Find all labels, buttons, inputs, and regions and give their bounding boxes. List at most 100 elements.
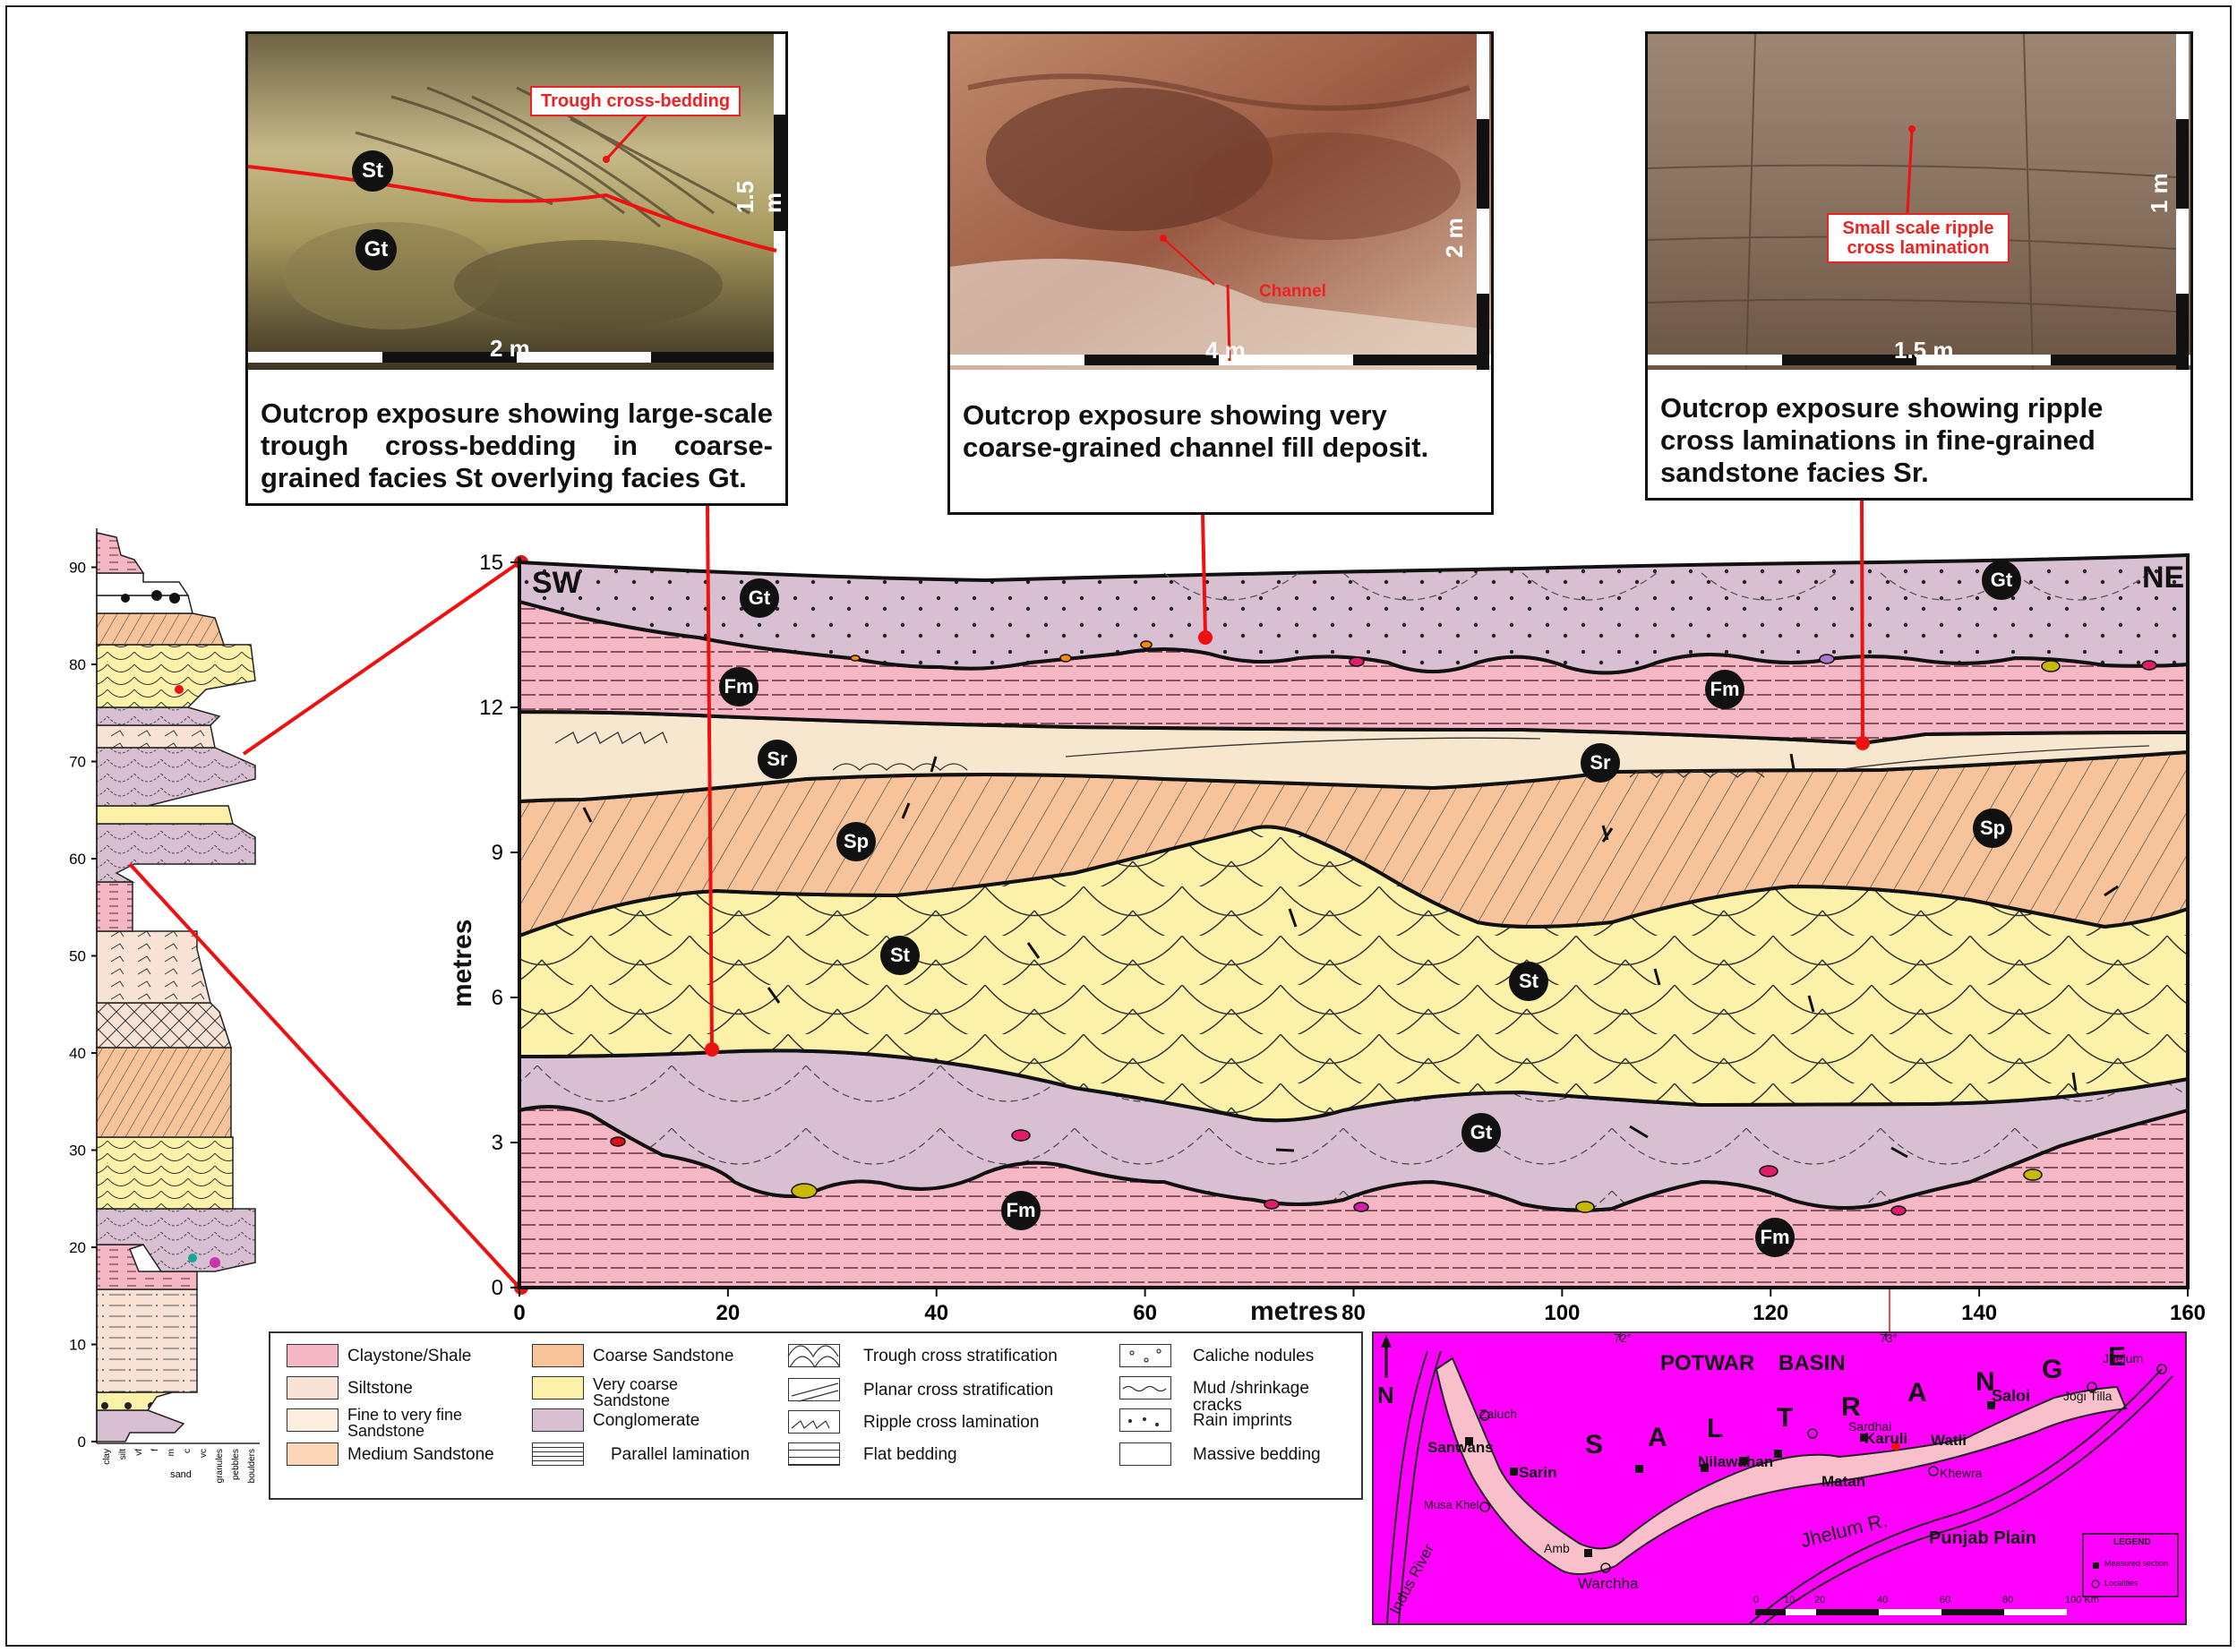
legend-label: Very coarse Sandstone — [593, 1376, 718, 1408]
photo-facies-st: St — [352, 150, 393, 192]
legend-swatch-rain-imprints — [1119, 1408, 1171, 1432]
locality-label: Jogi Tilla — [2063, 1389, 2112, 1403]
facies-label-fm: Fm — [1755, 1218, 1795, 1257]
legend-swatch-medium-sandstone — [287, 1442, 339, 1466]
photo-panel-trough: Trough cross-bedding St Gt 2 m 1.5 m Out… — [245, 31, 788, 506]
legend-label: Planar cross stratification — [863, 1382, 1053, 1399]
longitude-label: 72° — [1614, 1331, 1632, 1345]
legend-label: Trough cross stratification — [863, 1348, 1058, 1365]
locality-label: Amb — [1544, 1541, 1570, 1555]
photo-caption: Outcrop exposure showing large-scale tro… — [261, 398, 773, 494]
locality-label: Jhelum — [2103, 1351, 2143, 1365]
locality-label: Sanwans — [1427, 1439, 1494, 1457]
facies-label-gt: Gt — [1982, 561, 2021, 600]
facies-label-sp: Sp — [836, 822, 876, 861]
photo-scale-vertical: 2 m — [1441, 218, 1469, 258]
scale-label: 20 — [1814, 1595, 1825, 1605]
range-letter: S — [1585, 1430, 1603, 1460]
locality-label: Watli — [1931, 1432, 1967, 1450]
facies-label-fm: Fm — [719, 667, 759, 706]
facies-label-sr: Sr — [758, 740, 797, 779]
outcrop-photo-ripple: Small scale ripple cross lamination 1.5 … — [1648, 34, 2190, 370]
legend-swatch-conglomerate — [532, 1408, 584, 1432]
map-title: BASIN — [1778, 1351, 1846, 1376]
facies-label-st: St — [1509, 962, 1548, 1001]
section-y-label: metres — [448, 920, 478, 1007]
legend-swatch-vcoarse-sandstone — [532, 1376, 584, 1399]
legend-label: Fine to very fine Sandstone — [347, 1407, 491, 1439]
scale-label: 100 Km — [2065, 1595, 2099, 1605]
legend-label: Conglomerate — [593, 1412, 699, 1429]
facies-label-st: St — [880, 936, 920, 975]
legend-label: Coarse Sandstone — [593, 1348, 733, 1365]
legend-label: Rain imprints — [1193, 1412, 1292, 1429]
locality-label: Matan — [1821, 1473, 1865, 1491]
sw-label: SW — [532, 566, 581, 601]
scale-label: 60 — [1940, 1595, 1950, 1605]
legend-swatch-ripple — [788, 1410, 840, 1434]
range-letter: L — [1707, 1414, 1723, 1444]
photo-caption: Outcrop exposure showing very coarse-gra… — [963, 399, 1478, 464]
longitude-label: 73° — [1880, 1331, 1898, 1345]
range-letter: R — [1841, 1392, 1861, 1423]
section-x-label: metres — [1250, 1297, 1338, 1327]
scale-label: 40 — [1877, 1595, 1888, 1605]
locality-label: Nilawahan — [1698, 1453, 1773, 1471]
scale-label: 10 — [1784, 1595, 1795, 1605]
legend-swatch-siltstone — [287, 1376, 339, 1399]
range-letter: A — [1648, 1423, 1667, 1453]
legend-swatch-parallel-lamination — [532, 1442, 584, 1466]
photo-scale-vertical: 1 m — [2146, 173, 2173, 213]
photo-facies-gt: Gt — [356, 229, 397, 270]
photo-panel-channel: Channel 4 m 2 m Outcrop exposure showing… — [947, 31, 1494, 515]
photo-caption: Outcrop exposure showing ripple cross la… — [1660, 392, 2178, 489]
range-letter: A — [1907, 1378, 1927, 1408]
legend-swatch-coarse-sandstone — [532, 1344, 584, 1367]
scale-label: 0 — [1753, 1595, 1759, 1605]
legend-swatch-fine-sandstone — [287, 1408, 339, 1432]
locality-label: Saloi — [1992, 1387, 2030, 1406]
legend-label: Siltstone — [347, 1380, 413, 1397]
outcrop-photo-channel: Channel 4 m 2 m — [950, 34, 1491, 370]
range-letter: G — [2042, 1355, 2062, 1385]
map-legend-item: Localities — [2104, 1579, 2138, 1588]
legend-swatch-caliche — [1119, 1344, 1171, 1367]
legend-label: Massive bedding — [1193, 1446, 1321, 1463]
trough-cross-bedding-label: Trough cross-bedding — [530, 86, 741, 116]
range-letter: T — [1777, 1403, 1793, 1434]
locality-label: Zaluch — [1479, 1407, 1517, 1421]
photo-panel-ripple: Small scale ripple cross lamination 1.5 … — [1645, 31, 2193, 501]
locality-label: Sarin — [1519, 1464, 1557, 1482]
locality-label: Karuli — [1864, 1430, 1907, 1448]
legend-label: Ripple cross lamination — [863, 1414, 1039, 1431]
north-arrow-label: N — [1377, 1382, 1394, 1409]
facies-label-sr: Sr — [1581, 743, 1620, 783]
legend-swatch-mudcracks — [1119, 1376, 1171, 1399]
legend-swatch-flat-bedding — [788, 1442, 840, 1466]
photo-scale-vertical: 1.5 m — [732, 159, 785, 213]
locality-label: Khewra — [1940, 1466, 1982, 1480]
locality-label: Warchha — [1578, 1575, 1638, 1593]
map-title: POTWAR — [1660, 1351, 1754, 1376]
ripple-lamination-label: Small scale ripple cross lamination — [1827, 213, 2010, 263]
channel-label: Channel — [1259, 282, 1326, 302]
photo-scale-horizontal: 1.5 m — [1894, 337, 1954, 364]
facies-label-fm: Fm — [1705, 670, 1744, 709]
legend-label: Caliche nodules — [1193, 1348, 1314, 1365]
ne-label: NE — [2142, 561, 2184, 595]
legend-label: Medium Sandstone — [347, 1446, 494, 1463]
outcrop-photo-trough: Trough cross-bedding St Gt 2 m 1.5 m — [248, 34, 785, 370]
facies-label-sp: Sp — [1973, 809, 2012, 848]
legend-label: Mud /shrinkage cracks — [1193, 1380, 1361, 1414]
facies-label-gt: Gt — [740, 578, 779, 618]
legend: Claystone/Shale Siltstone Fine to very f… — [269, 1331, 1363, 1500]
legend-swatch-claystone — [287, 1344, 339, 1367]
legend-label: Claystone/Shale — [347, 1348, 471, 1365]
legend-label: Flat bedding — [863, 1446, 957, 1463]
photo-scale-horizontal: 2 m — [490, 335, 530, 363]
map-legend-item: Measured section — [2104, 1559, 2168, 1568]
legend-swatch-massive — [1119, 1442, 1171, 1466]
map-legend-title: LEGEND — [2113, 1537, 2151, 1547]
locality-label: Musa Khel — [1424, 1498, 1478, 1511]
